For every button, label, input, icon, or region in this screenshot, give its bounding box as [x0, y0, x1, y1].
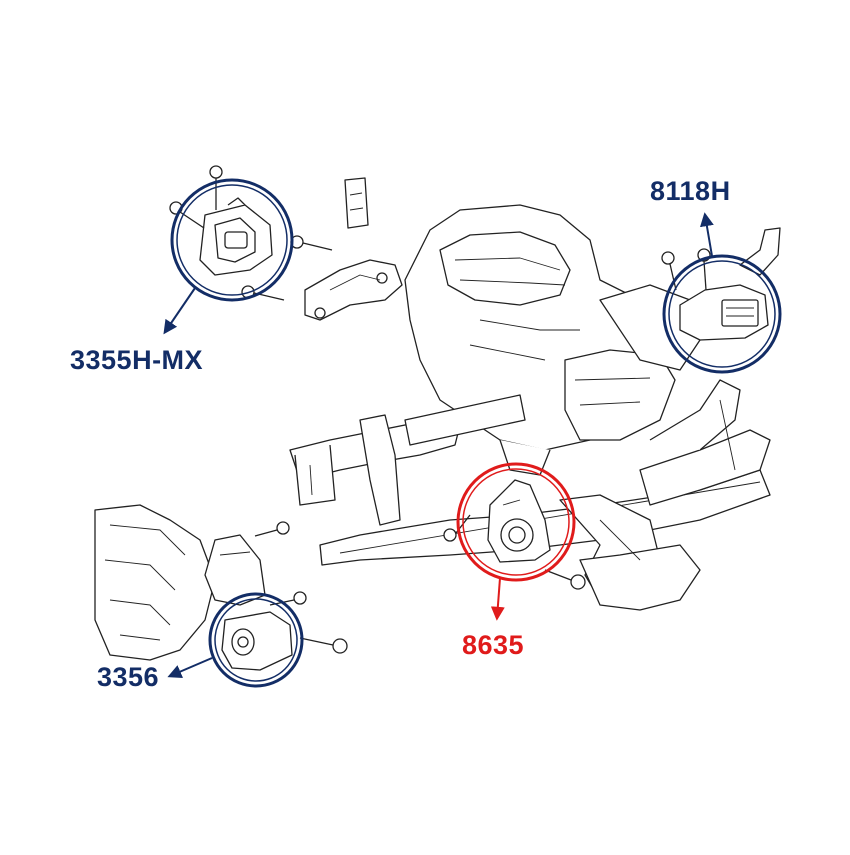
transmission [94, 504, 216, 661]
mount-8635 [443, 479, 586, 590]
mount-3356 [204, 521, 348, 671]
callout-label-8635: 8635 [462, 630, 525, 660]
callout-label-8118h: 8118H [650, 176, 731, 206]
callout-label-3356: 3356 [97, 662, 160, 692]
subframe [289, 379, 771, 611]
callout-label-3355h-mx: 3355H-MX [70, 345, 204, 375]
upper-bracket [304, 177, 403, 321]
callout-circle-3355h-mx [163, 178, 294, 335]
callout-circle-8118h [662, 212, 782, 374]
mount-3355h-mx [169, 165, 333, 301]
callout-circle-3356 [167, 592, 304, 688]
callout-circle-8635 [456, 462, 576, 621]
mount-8118h [661, 227, 781, 341]
